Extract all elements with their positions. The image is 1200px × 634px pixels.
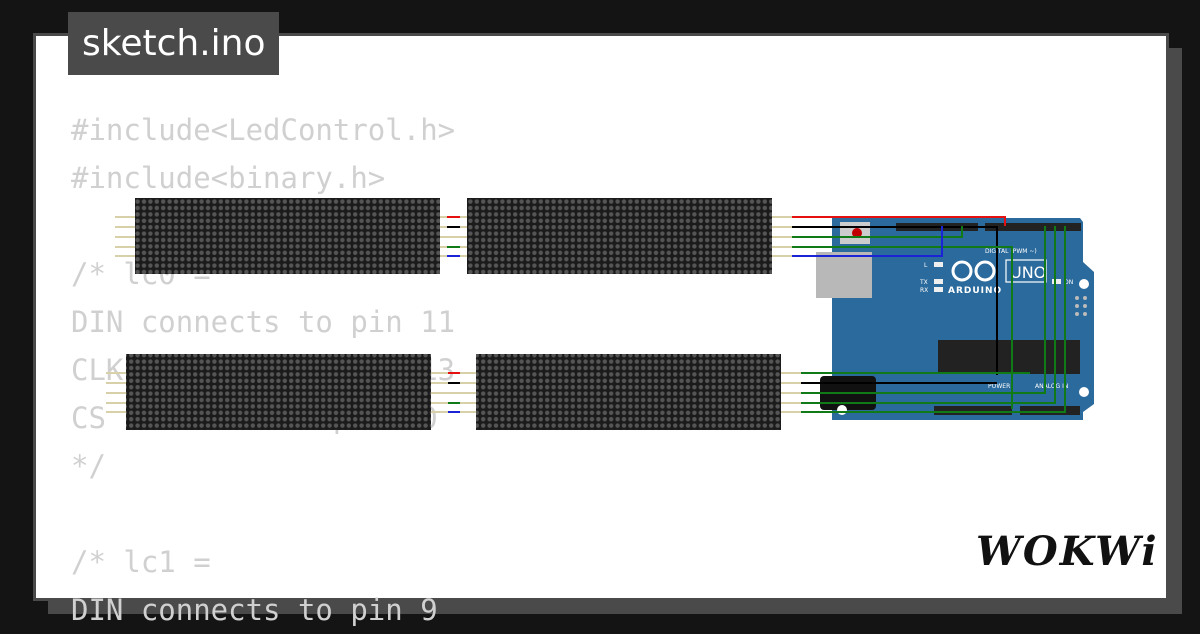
code-line: */ (71, 449, 106, 483)
mounting-hole (1079, 279, 1089, 289)
led-tx-label: TX (919, 279, 928, 286)
code-line: /* lc1 = (71, 545, 211, 579)
code-line: #include<LedControl.h> (71, 113, 456, 147)
power-header (934, 406, 1012, 415)
jumper-wires-between-modules (447, 216, 460, 413)
led-l (934, 262, 943, 267)
wires-lc1 (801, 226, 1066, 413)
board-model-label: UNO (1010, 263, 1046, 282)
analog-header (1020, 406, 1080, 415)
usb-connector (816, 252, 872, 298)
digital-label: DIGITAL (PWM ~) (985, 248, 1037, 255)
icsp-header (1075, 296, 1087, 316)
led-on-label: ON (1064, 279, 1073, 286)
led-matrix-module-1[interactable] (135, 198, 440, 274)
power-label: POWER (988, 383, 1010, 390)
led-l-label: L (924, 262, 928, 269)
code-line: DIN connects to pin 11 (71, 305, 456, 339)
mounting-hole (1079, 387, 1089, 397)
code-line: #include<binary.h> (71, 161, 386, 195)
arduino-logo-text: ARDUINO (948, 286, 1002, 296)
wokwi-logo: WOKWi (976, 528, 1159, 575)
led-rx (934, 287, 943, 292)
led-rx-label: RX (920, 287, 928, 294)
mounting-hole (837, 405, 847, 415)
arduino-uno-board[interactable]: ARDUINO UNO DIGITAL (PWM ~) POWER ANALOG… (816, 218, 1094, 420)
code-line: DIN connects to pin 9 (71, 593, 438, 627)
atmega-chip (938, 340, 1080, 374)
led-matrix-module-2[interactable] (467, 198, 772, 274)
led-matrix-module-3[interactable] (126, 354, 431, 430)
wires-lc0 (792, 216, 1013, 409)
led-matrix-module-4[interactable] (476, 354, 781, 430)
file-tab[interactable]: sketch.ino (68, 12, 280, 75)
arduino-infinity-logo (951, 260, 996, 282)
reset-button-cap (852, 228, 862, 238)
led-on (1052, 279, 1061, 284)
led-tx (934, 279, 943, 284)
digital-header-right (985, 223, 1081, 231)
analog-label: ANALOG IN (1035, 383, 1068, 390)
